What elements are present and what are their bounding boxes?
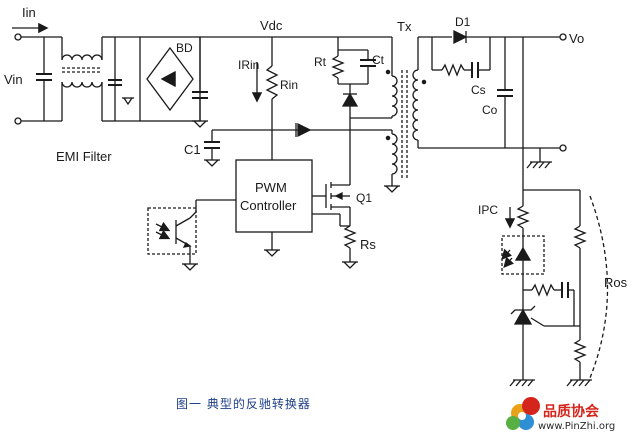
vo-terminal [559,33,567,41]
irin-label: IRin [238,58,260,72]
rin-resistor [265,37,279,160]
rin-label: Rin [280,78,299,92]
d1-label: D1 [455,15,471,29]
input-terminals [14,33,62,125]
ct-label: Ct [372,53,384,67]
secondary-return [417,140,567,169]
figure-caption: 图一 典型的反驰转换器 [176,397,311,411]
ros-bracket [589,195,609,379]
logo-name: 品质协会 [543,404,599,420]
vdc-label: Vdc [260,18,283,33]
q1-label: Q1 [356,191,373,205]
transformer-tx [384,37,427,193]
emi-common-mode-choke [61,36,115,122]
snubber-rc-cs [431,37,491,78]
bridge-rectifier [139,36,201,122]
output-capacitor-co [497,37,513,148]
tx-label: Tx [397,19,412,34]
ipc-label: IPC [478,203,499,217]
bd-label: BD [176,41,193,55]
output-diode-d1 [417,29,560,70]
vo-label: Vo [569,31,585,46]
logo-url: www.PinZhi.org [538,421,616,432]
co-label: Co [482,103,498,117]
vin-label: Vin [4,72,23,87]
rs-label: Rs [360,237,376,252]
bias-diode [272,122,392,138]
bulk-capacitor [192,37,208,128]
pinzhi-logo-mark [506,397,540,430]
pwm-label-line2: Controller [240,198,297,213]
optocoupler-primary [147,199,236,271]
iin-label: Iin [22,5,36,20]
c1-label: C1 [184,142,201,157]
snubber-network [331,37,392,160]
mosfet-q1 [312,160,351,226]
emi-filter-label: EMI Filter [56,149,112,164]
emi-y-capacitor [108,37,134,121]
rs-resistor [312,213,358,269]
feedback-network [501,37,592,387]
c1-capacitor [204,129,272,167]
input-capacitor [36,37,52,121]
rt-label: Rt [314,55,326,69]
ros-label: Ros [604,275,628,290]
pwm-label-line1: PWM [255,180,287,195]
cs-label: Cs [471,83,486,97]
